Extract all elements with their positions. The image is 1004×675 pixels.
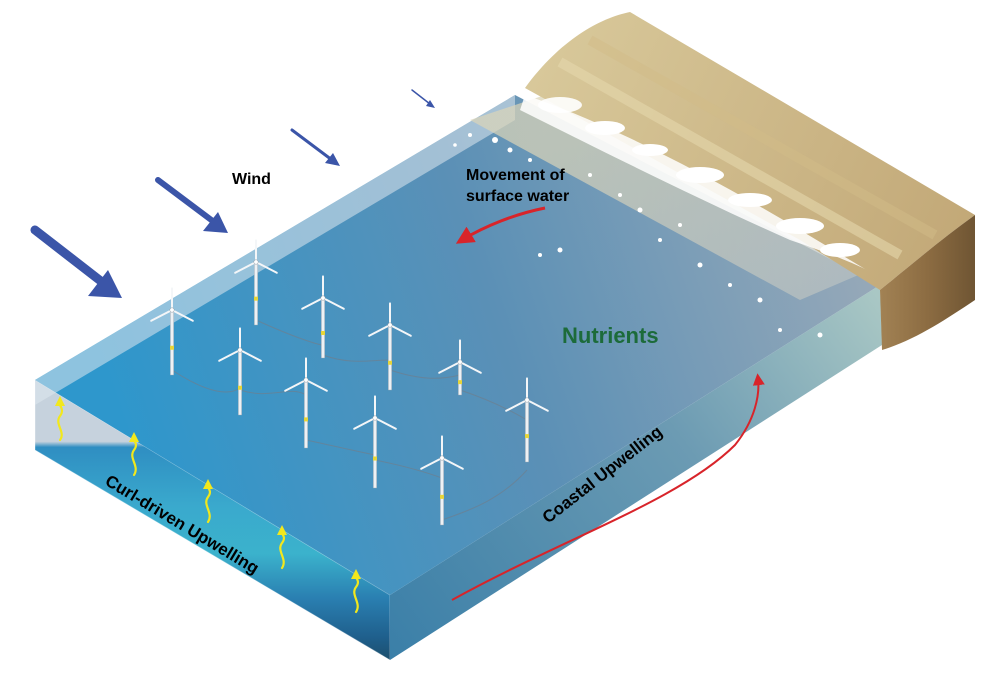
nearshore-shelf <box>470 80 870 300</box>
surf-foam <box>453 95 870 338</box>
wind-turbine-icon <box>218 327 262 416</box>
upwelling-arrow-4 <box>277 525 287 570</box>
wind-arrow-large <box>30 225 122 298</box>
nutrients-label: Nutrients <box>562 323 659 348</box>
upwelling-arrow-5 <box>351 569 361 614</box>
upwelling-arrow-2 <box>129 432 139 477</box>
surface-water-label-line2: surface water <box>466 188 569 205</box>
wind-arrows <box>30 89 435 298</box>
wind-turbine-icon <box>234 239 278 326</box>
surface-current-arrow <box>455 206 546 244</box>
wind-label: Wind <box>232 171 271 188</box>
wind-arrow-medium <box>155 177 228 233</box>
wind-turbine-icon <box>301 275 345 359</box>
wind-turbine-icon <box>368 302 412 391</box>
ocean-front-face <box>35 380 390 660</box>
upwelling-arrow-1 <box>55 396 65 442</box>
coastal-upwelling-arrow <box>451 373 765 601</box>
wind-arrow-small <box>290 128 340 166</box>
surface-water-label-line1: Movement of <box>466 167 565 184</box>
wind-turbine-icon <box>505 377 549 463</box>
curl-upwelling-arrows <box>55 396 361 614</box>
upwelling-arrow-3 <box>203 479 213 524</box>
mooring-cables <box>171 319 528 521</box>
wind-turbine-icon <box>438 339 482 396</box>
wind-arrow-tiny <box>411 89 435 108</box>
wind-turbine-icon <box>150 287 194 376</box>
sand-beach <box>525 12 975 290</box>
sand-cliff <box>880 215 975 350</box>
wind-turbines <box>150 239 549 526</box>
wind-turbine-icon <box>353 395 397 489</box>
wind-turbine-icon <box>420 435 464 526</box>
wind-turbine-icon <box>284 357 328 449</box>
